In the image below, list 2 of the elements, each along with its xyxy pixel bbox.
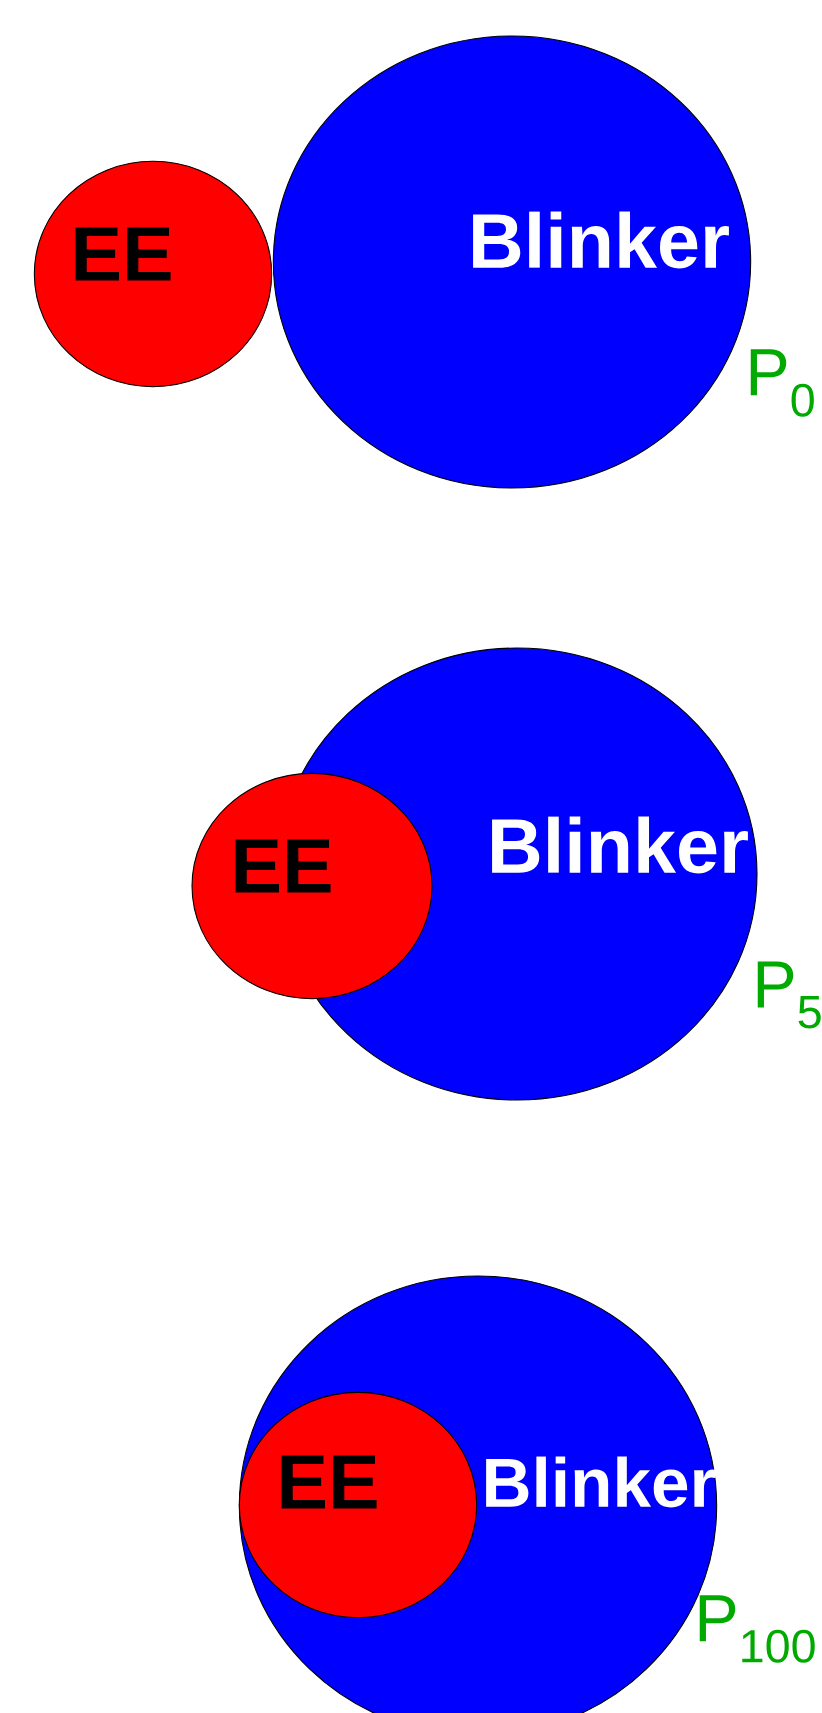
label: P$_{0}$ xyxy=(750,349,814,417)
label: P$_{5}$ xyxy=(757,961,821,1029)
